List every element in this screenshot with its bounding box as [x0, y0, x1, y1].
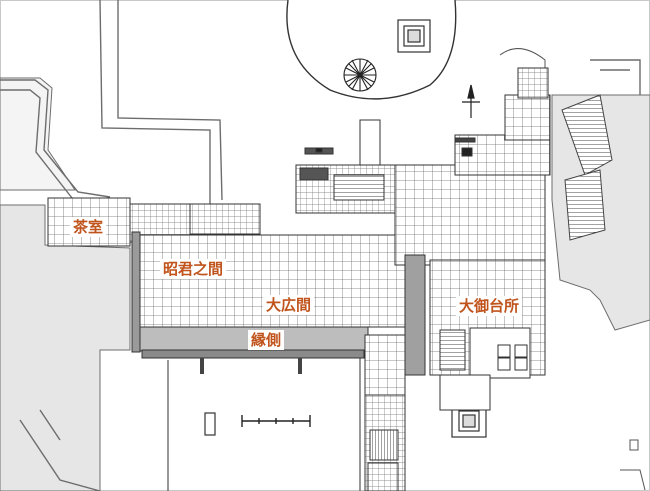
stone-lantern-top: [397, 19, 431, 53]
tree-icon: [343, 58, 377, 92]
room-label-shokun-no-ma: 昭君之間: [160, 259, 227, 279]
building: [47, 67, 551, 491]
north-arrow-icon: [462, 84, 480, 118]
scale-bar-icon: [241, 415, 311, 427]
stone-marker: [204, 412, 216, 436]
room-label-ohiroma: 大広間: [263, 295, 315, 315]
stairs-right: [561, 94, 613, 241]
pillars: [200, 358, 302, 374]
room-label-odaidokoro: 大御台所: [456, 296, 523, 316]
room-label-chashitsu: 茶室: [70, 217, 107, 237]
room-label-engawa: 縁側: [248, 330, 285, 350]
